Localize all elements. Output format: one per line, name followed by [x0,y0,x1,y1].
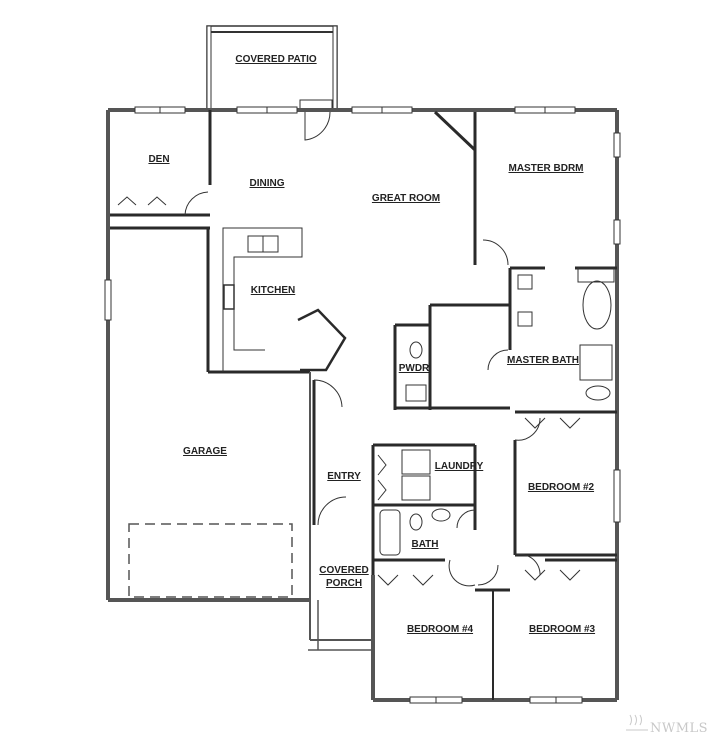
label-covered-porch-line1: COVERED [319,565,368,576]
door-swings [184,111,541,587]
label-bath: BATH [411,539,438,550]
label-pwdr: PWDR [399,363,430,374]
label-dining: DINING [250,178,285,189]
covered-porch-outline [308,600,373,651]
label-kitchen: KITCHEN [251,285,295,296]
watermark-text: NWMLS [650,721,708,736]
label-master-bath: MASTER BATH [507,355,579,366]
kitchen-counters [222,227,303,372]
label-great-room: GREAT ROOM [372,193,440,204]
label-covered-patio: COVERED PATIO [235,54,317,65]
fixtures [379,267,615,556]
nwmls-watermark: NWMLS [626,714,708,736]
label-laundry: LAUNDRY [435,461,484,472]
label-garage: GARAGE [183,446,227,457]
closet-doors [117,196,581,586]
label-entry: ENTRY [327,471,361,482]
room-labels: COVERED PATIO DEN DINING GREAT ROOM MAST… [148,54,595,635]
garage-walls [309,372,373,641]
garage-door [128,523,293,598]
label-den: DEN [148,154,169,165]
covered-patio-outline [206,25,338,111]
kitchen-island [297,308,347,372]
windows [104,106,621,704]
label-bedroom-4: BEDROOM #4 [407,624,474,635]
nwmls-logo-icon [626,714,648,731]
label-bedroom-3: BEDROOM #3 [529,624,596,635]
label-master-bdrm: MASTER BDRM [509,163,584,174]
interior-walls [110,110,617,700]
label-covered-porch-line2: PORCH [326,578,362,589]
label-bedroom-2: BEDROOM #2 [528,482,595,493]
exterior-walls [106,108,619,702]
